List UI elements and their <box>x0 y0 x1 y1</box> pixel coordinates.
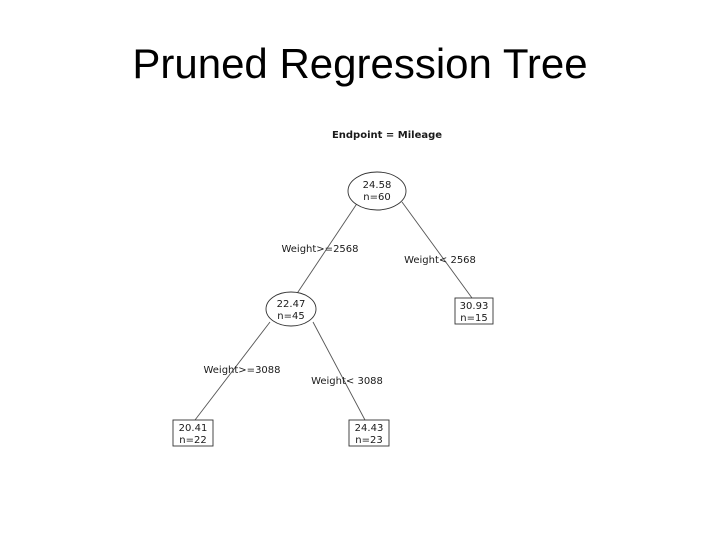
terminal-node-right-count: n=15 <box>460 313 487 324</box>
intermediate-node-value: 22.47 <box>277 299 306 310</box>
root-node-count: n=60 <box>363 192 390 203</box>
edge-mid-left <box>194 321 271 421</box>
terminal-node-bottom-left-count: n=22 <box>179 435 206 446</box>
terminal-node-bottom-left-value: 20.41 <box>179 423 208 434</box>
edge-root-right <box>401 201 473 299</box>
split-label-mid-right: Weight< 3088 <box>311 376 383 387</box>
edge-mid-right <box>312 321 366 421</box>
split-label-mid-left: Weight>=3088 <box>203 365 280 376</box>
terminal-node-bottom-right <box>348 419 390 447</box>
split-label-root-right: Weight< 2568 <box>404 255 476 266</box>
slide-title: Pruned Regression Tree <box>132 40 588 87</box>
regression-tree-diagram: Endpoint = Mileage 24.58 n=60 Weight>=25… <box>172 130 494 447</box>
root-node-value: 24.58 <box>363 180 392 191</box>
terminal-node-bottom-right-count: n=23 <box>355 435 382 446</box>
edge-root-left <box>295 201 359 296</box>
tree-heading: Endpoint = Mileage <box>332 130 442 141</box>
split-label-root-left: Weight>=2568 <box>281 244 358 255</box>
root-node <box>347 171 407 211</box>
terminal-node-bottom-right-value: 24.43 <box>355 423 384 434</box>
terminal-node-right <box>454 297 494 325</box>
terminal-node-right-value: 30.93 <box>460 301 489 312</box>
intermediate-node <box>265 291 317 327</box>
intermediate-node-count: n=45 <box>277 311 304 322</box>
terminal-node-bottom-left <box>172 419 214 447</box>
